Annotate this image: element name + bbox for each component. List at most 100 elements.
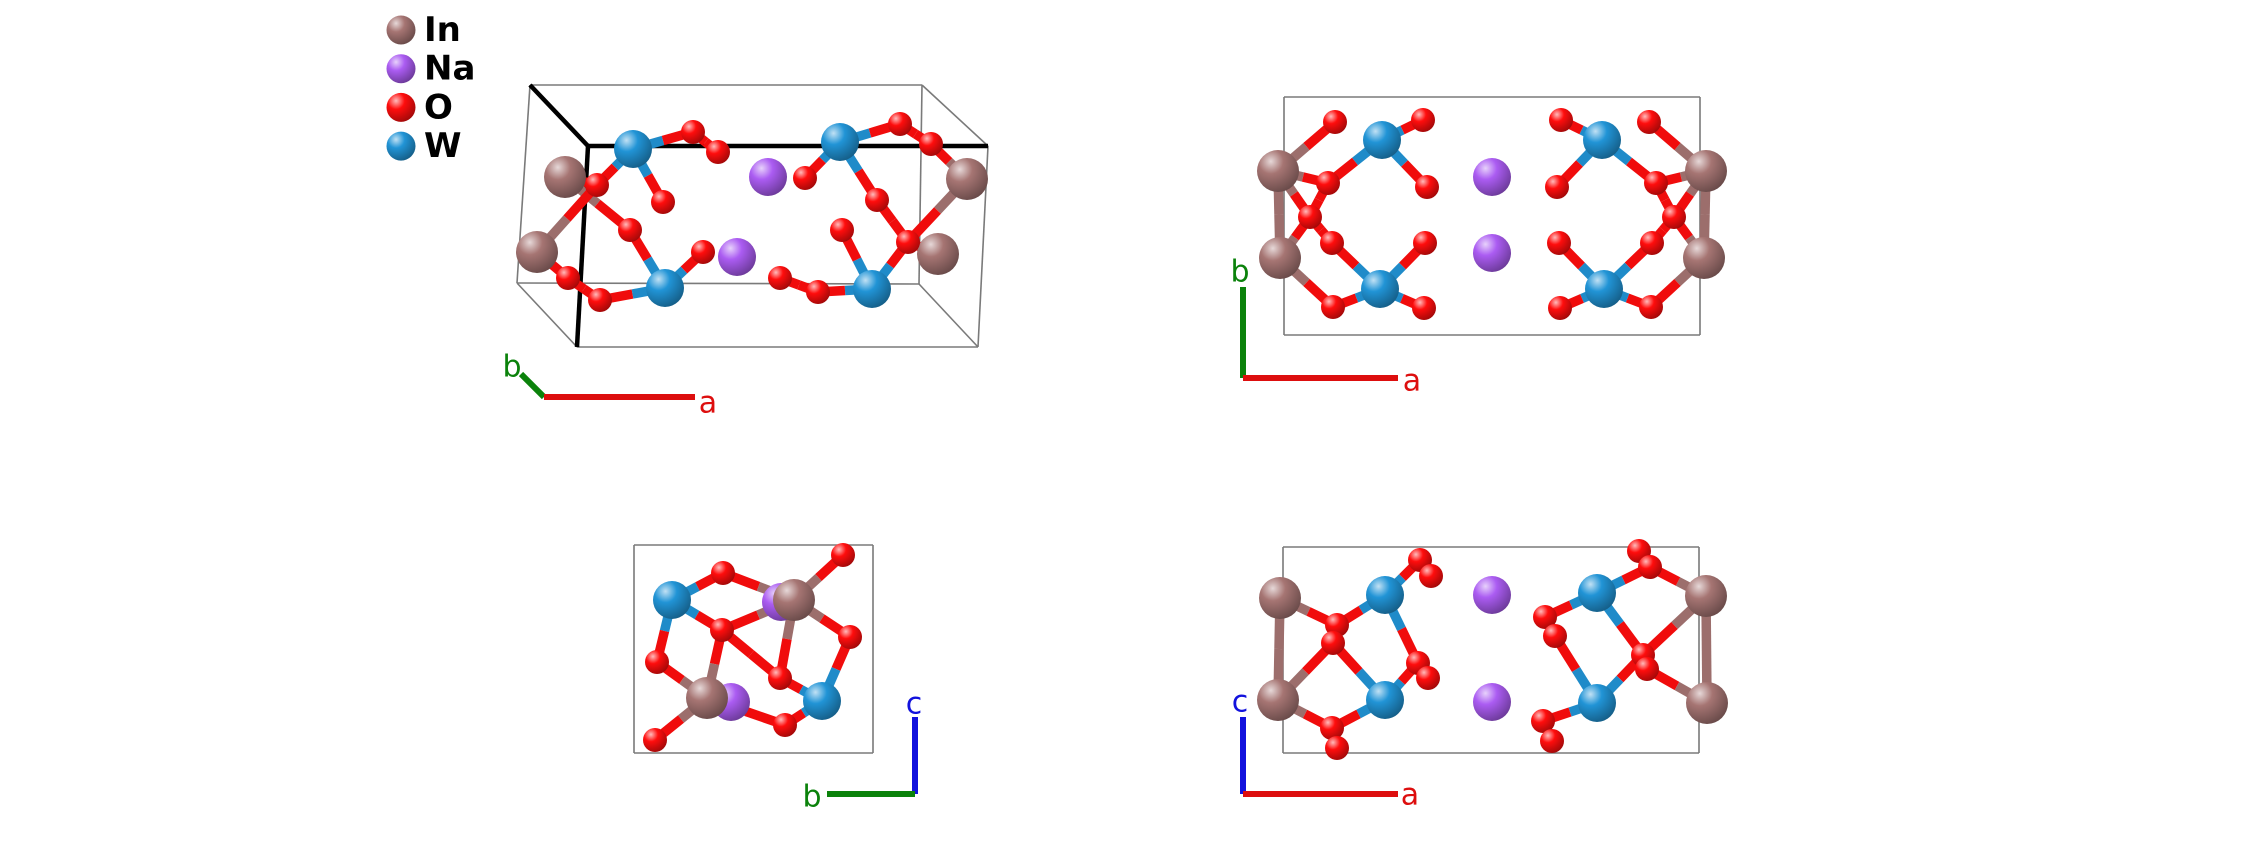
cell-edge [921,84,989,147]
atom-O [831,543,855,567]
atom-In [516,231,558,273]
atom-Na [1473,234,1511,272]
axis-b-label: b [1230,255,1249,290]
atom-O [1635,657,1659,681]
atom-In [1257,679,1299,721]
atom-O [1549,108,1573,132]
panel-perspective-view [516,83,989,348]
axis-widget-perspective-ab: ba [502,350,717,421]
atom-O [838,625,862,649]
cell-edge [516,282,920,285]
atom-O [1419,564,1443,588]
atom-O [1547,231,1571,255]
atom-O [1639,295,1663,319]
atom-O [1540,729,1564,753]
legend-swatch-O [386,92,416,122]
legend-swatch-W [386,131,416,161]
atom-O [1325,613,1349,637]
atom-O [1411,108,1435,132]
axis-b-label: b [802,780,821,815]
atom-O [1415,175,1439,199]
atom-O [643,728,667,752]
atom-In [1259,577,1301,619]
atom-Na [1473,576,1511,614]
atom-O [588,288,612,312]
atom-In [1259,237,1301,279]
atom-W [614,130,652,168]
axis-widget-ac: ca [1232,685,1419,813]
atom-O [1533,605,1557,629]
atom-O [888,112,912,136]
atom-W [1578,684,1616,722]
atom-W [1578,574,1616,612]
atom-O [1325,736,1349,760]
legend-label-W: W [424,126,462,166]
atom-O [1531,709,1555,733]
atom-O [768,666,792,690]
atom-O [1640,231,1664,255]
atom-W [1361,270,1399,308]
atom-W [1366,681,1404,719]
atom-In [544,156,586,198]
axis-c-label: c [1232,685,1249,720]
panel-ac-projection [1257,539,1728,760]
atom-In [686,677,728,719]
atom-In [1257,150,1299,192]
atom-O [1548,296,1572,320]
atom-O [896,230,920,254]
atom-O [793,166,817,190]
atom-O [1543,624,1567,648]
atom-In [773,579,815,621]
cell-edge-bold [528,83,590,148]
atom-O [1298,205,1322,229]
cell-edge [918,283,979,348]
atom-O [645,650,669,674]
legend-label-In: In [424,10,461,50]
atom-O [691,240,715,264]
axis-a-label: a [1401,778,1419,813]
atom-In [917,233,959,275]
atom-W [821,123,859,161]
atom-O [711,561,735,585]
atom-O [1644,171,1668,195]
atom-O [1637,110,1661,134]
atom-In [1685,150,1727,192]
axis-c-label: c [906,687,923,722]
axis-widget-bc: cb [802,687,922,815]
axis-widget-ab: ba [1230,255,1421,399]
atom-O [706,140,730,164]
legend-label-Na: Na [424,49,475,89]
atom-O [1321,631,1345,655]
atom-In [1685,575,1727,617]
atom-O [1323,110,1347,134]
atom-W [1585,270,1623,308]
axis-b-label: b [502,350,521,385]
atom-O [919,132,943,156]
panel-bc-projection [633,543,874,754]
axis-b-line [518,371,547,400]
atom-O [585,173,609,197]
atom-Na [1473,683,1511,721]
atom-O [1662,205,1686,229]
atom-O [618,218,642,242]
atom-O [1320,231,1344,255]
panel-ab-projection [1257,96,1727,336]
atom-O [865,188,889,212]
atom-O [768,266,792,290]
legend-swatch-In [386,15,416,45]
atom-O [1545,175,1569,199]
atom-W [1583,121,1621,159]
atom-Na [749,158,787,196]
atom-W [1363,121,1401,159]
legend-swatch-Na [386,54,416,84]
atom-W [803,682,841,720]
atom-W [1366,576,1404,614]
atom-O [651,190,675,214]
atom-O [773,713,797,737]
atom-W [853,270,891,308]
atom-In [1683,237,1725,279]
atom-O [1412,296,1436,320]
atom-O [1321,295,1345,319]
atom-O [830,218,854,242]
